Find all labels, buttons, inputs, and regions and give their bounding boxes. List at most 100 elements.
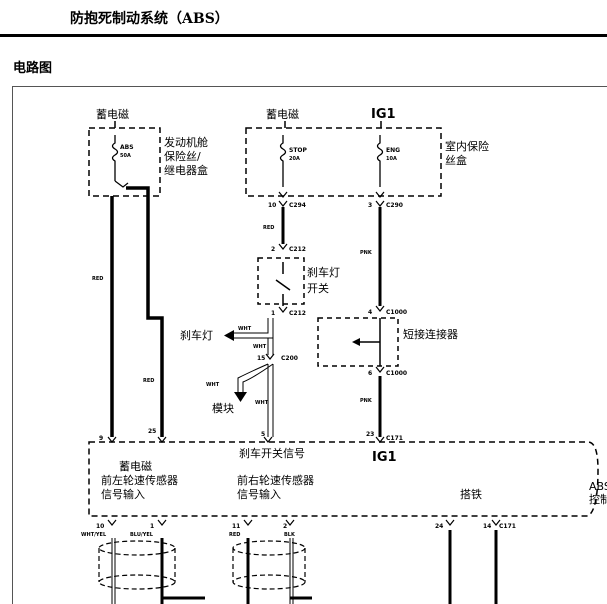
pin-10b-label: 10 <box>96 523 104 530</box>
pin-5-label: 5 <box>261 431 265 438</box>
wire-label-pnk-b: PNK <box>360 398 373 404</box>
connector-c212-label-a: C212 <box>289 246 306 253</box>
engine-fuse-box-line1: 发动机舱 <box>164 135 208 149</box>
front-left-sensor-line1: 前左轮速传感器 <box>101 473 178 487</box>
fuse-stop-name: STOP <box>289 147 308 154</box>
frame-border-left <box>12 86 13 604</box>
pin-23-label: 23 <box>366 431 374 438</box>
connector-c1000-top <box>375 305 385 312</box>
pin-14-label: 14 <box>483 523 491 530</box>
pin-25-label: 25 <box>148 428 156 435</box>
wire-label-wht-d: WHT <box>255 400 269 406</box>
connector-c294-label: C294 <box>289 202 306 209</box>
fuse-abs-rating: 50A <box>120 153 131 159</box>
short-connector-arrow <box>352 338 360 346</box>
fuse-eng-rating: 10A <box>386 156 397 162</box>
wire-label-red-stop: RED <box>263 225 274 231</box>
abs-control-line2: 控制 <box>589 492 607 506</box>
pin-4-label: 4 <box>368 309 372 316</box>
wire-label-wht-c: WHT <box>206 382 220 388</box>
connector-c212-label-b: C212 <box>289 310 306 317</box>
wire-label-red-b: RED <box>143 378 154 384</box>
short-connector-label: 短接连接器 <box>403 327 458 341</box>
pin-2b-label: 2 <box>283 523 287 530</box>
wire-red-right <box>126 186 164 437</box>
connector-c290-top <box>375 191 385 198</box>
connector-c294-bottom <box>278 200 288 207</box>
fuse-stop-rating: 20A <box>289 156 300 162</box>
frame-border-top <box>12 86 607 87</box>
wire-label-whtyel: WHT/YEL <box>81 532 107 538</box>
brake-switch-box <box>257 257 305 305</box>
fuse-stop-symbol <box>279 135 287 187</box>
brake-switch-symbol <box>275 262 291 306</box>
wire-label-bluyel: BLU/YEL <box>130 532 154 538</box>
section-title: 电路图 <box>13 61 53 76</box>
ig1-label-top: IG1 <box>371 107 396 122</box>
shield-fl-bottom <box>98 574 176 590</box>
pin-11-label: 11 <box>232 523 240 530</box>
connector-c212-top <box>278 243 288 250</box>
pin-24-label: 24 <box>435 523 443 530</box>
connector-c171-label-a: C171 <box>386 435 403 442</box>
module-bottom-connectors <box>107 519 501 526</box>
pin-6-label: 6 <box>368 370 372 377</box>
brake-signal-label: 刹车开关信号 <box>239 446 305 460</box>
header-rule <box>0 34 607 37</box>
ground-label: 搭铁 <box>460 488 482 501</box>
front-right-sensor-line1: 前右轮速传感器 <box>237 473 314 487</box>
module-label: 模块 <box>212 402 234 415</box>
battery-label-mid: 蓄电磁 <box>266 108 299 121</box>
pin-9-label: 9 <box>99 435 103 442</box>
connector-c290-bottom <box>375 200 385 207</box>
battery-label-bottom: 蓄电磁 <box>119 460 152 473</box>
wire-wht-module-b <box>242 363 274 393</box>
pin-1b-label: 1 <box>150 523 154 530</box>
abs-control-line1: ABS <box>589 480 607 493</box>
wire-label-wht-b: WHT <box>253 344 267 350</box>
wire-label-red-a: RED <box>92 276 103 282</box>
connector-c1000-label-b: C1000 <box>386 370 407 377</box>
pin-3-label: 3 <box>368 202 372 209</box>
pin-2-label: 2 <box>271 246 275 253</box>
battery-label-left: 蓄电磁 <box>96 108 129 121</box>
interior-fuse-box-line1: 室内保险 <box>445 139 489 153</box>
ig1-label-bottom: IG1 <box>372 450 397 465</box>
pin-10-label: 10 <box>268 202 276 209</box>
short-connector-box <box>317 317 399 367</box>
engine-fuse-box-line2: 保险丝/ <box>164 149 201 163</box>
brake-switch-line1: 刹车灯 <box>307 265 340 279</box>
brake-light-arrow <box>224 330 234 341</box>
shield-fr-bottom <box>232 574 306 590</box>
pin-1-label: 1 <box>271 310 275 317</box>
engine-fuse-box-line3: 继电器盒 <box>164 163 208 177</box>
front-left-sensor-line2: 信号输入 <box>101 487 145 501</box>
connector-c294-top <box>278 191 288 198</box>
wire-label-red-d: RED <box>229 532 240 538</box>
connector-c200 <box>265 353 275 360</box>
fuse-eng-name: ENG <box>386 147 400 154</box>
connector-c1000-label-a: C1000 <box>386 309 407 316</box>
wire-label-pnk-a: PNK <box>360 250 373 256</box>
connector-c1000-bottom <box>375 366 385 373</box>
module-arrow <box>234 392 247 402</box>
connector-c212-bottom <box>278 306 288 313</box>
abs-control-module-box <box>88 441 599 517</box>
module-top-connectors <box>107 436 385 443</box>
shield-fl-top <box>98 540 176 556</box>
brake-switch-line2: 开关 <box>307 281 329 295</box>
page-title: 防抱死制动系统（ABS） <box>70 11 229 27</box>
interior-fuse-box <box>245 127 442 197</box>
interior-fuse-box-line2: 丝盒 <box>445 153 467 167</box>
fuse-abs-symbol <box>111 135 119 181</box>
fuse-eng-symbol <box>376 135 384 187</box>
connector-c290-label: C290 <box>386 202 403 209</box>
wire-wht-module-a <box>237 363 269 393</box>
connector-c200-label: C200 <box>281 355 298 362</box>
wire-label-wht-a: WHT <box>238 326 252 332</box>
front-right-sensor-line2: 信号输入 <box>237 487 281 501</box>
connector-c171-label-b: C171 <box>499 523 516 530</box>
shield-fr-top <box>232 540 306 556</box>
brake-light-label: 刹车灯 <box>180 328 213 342</box>
